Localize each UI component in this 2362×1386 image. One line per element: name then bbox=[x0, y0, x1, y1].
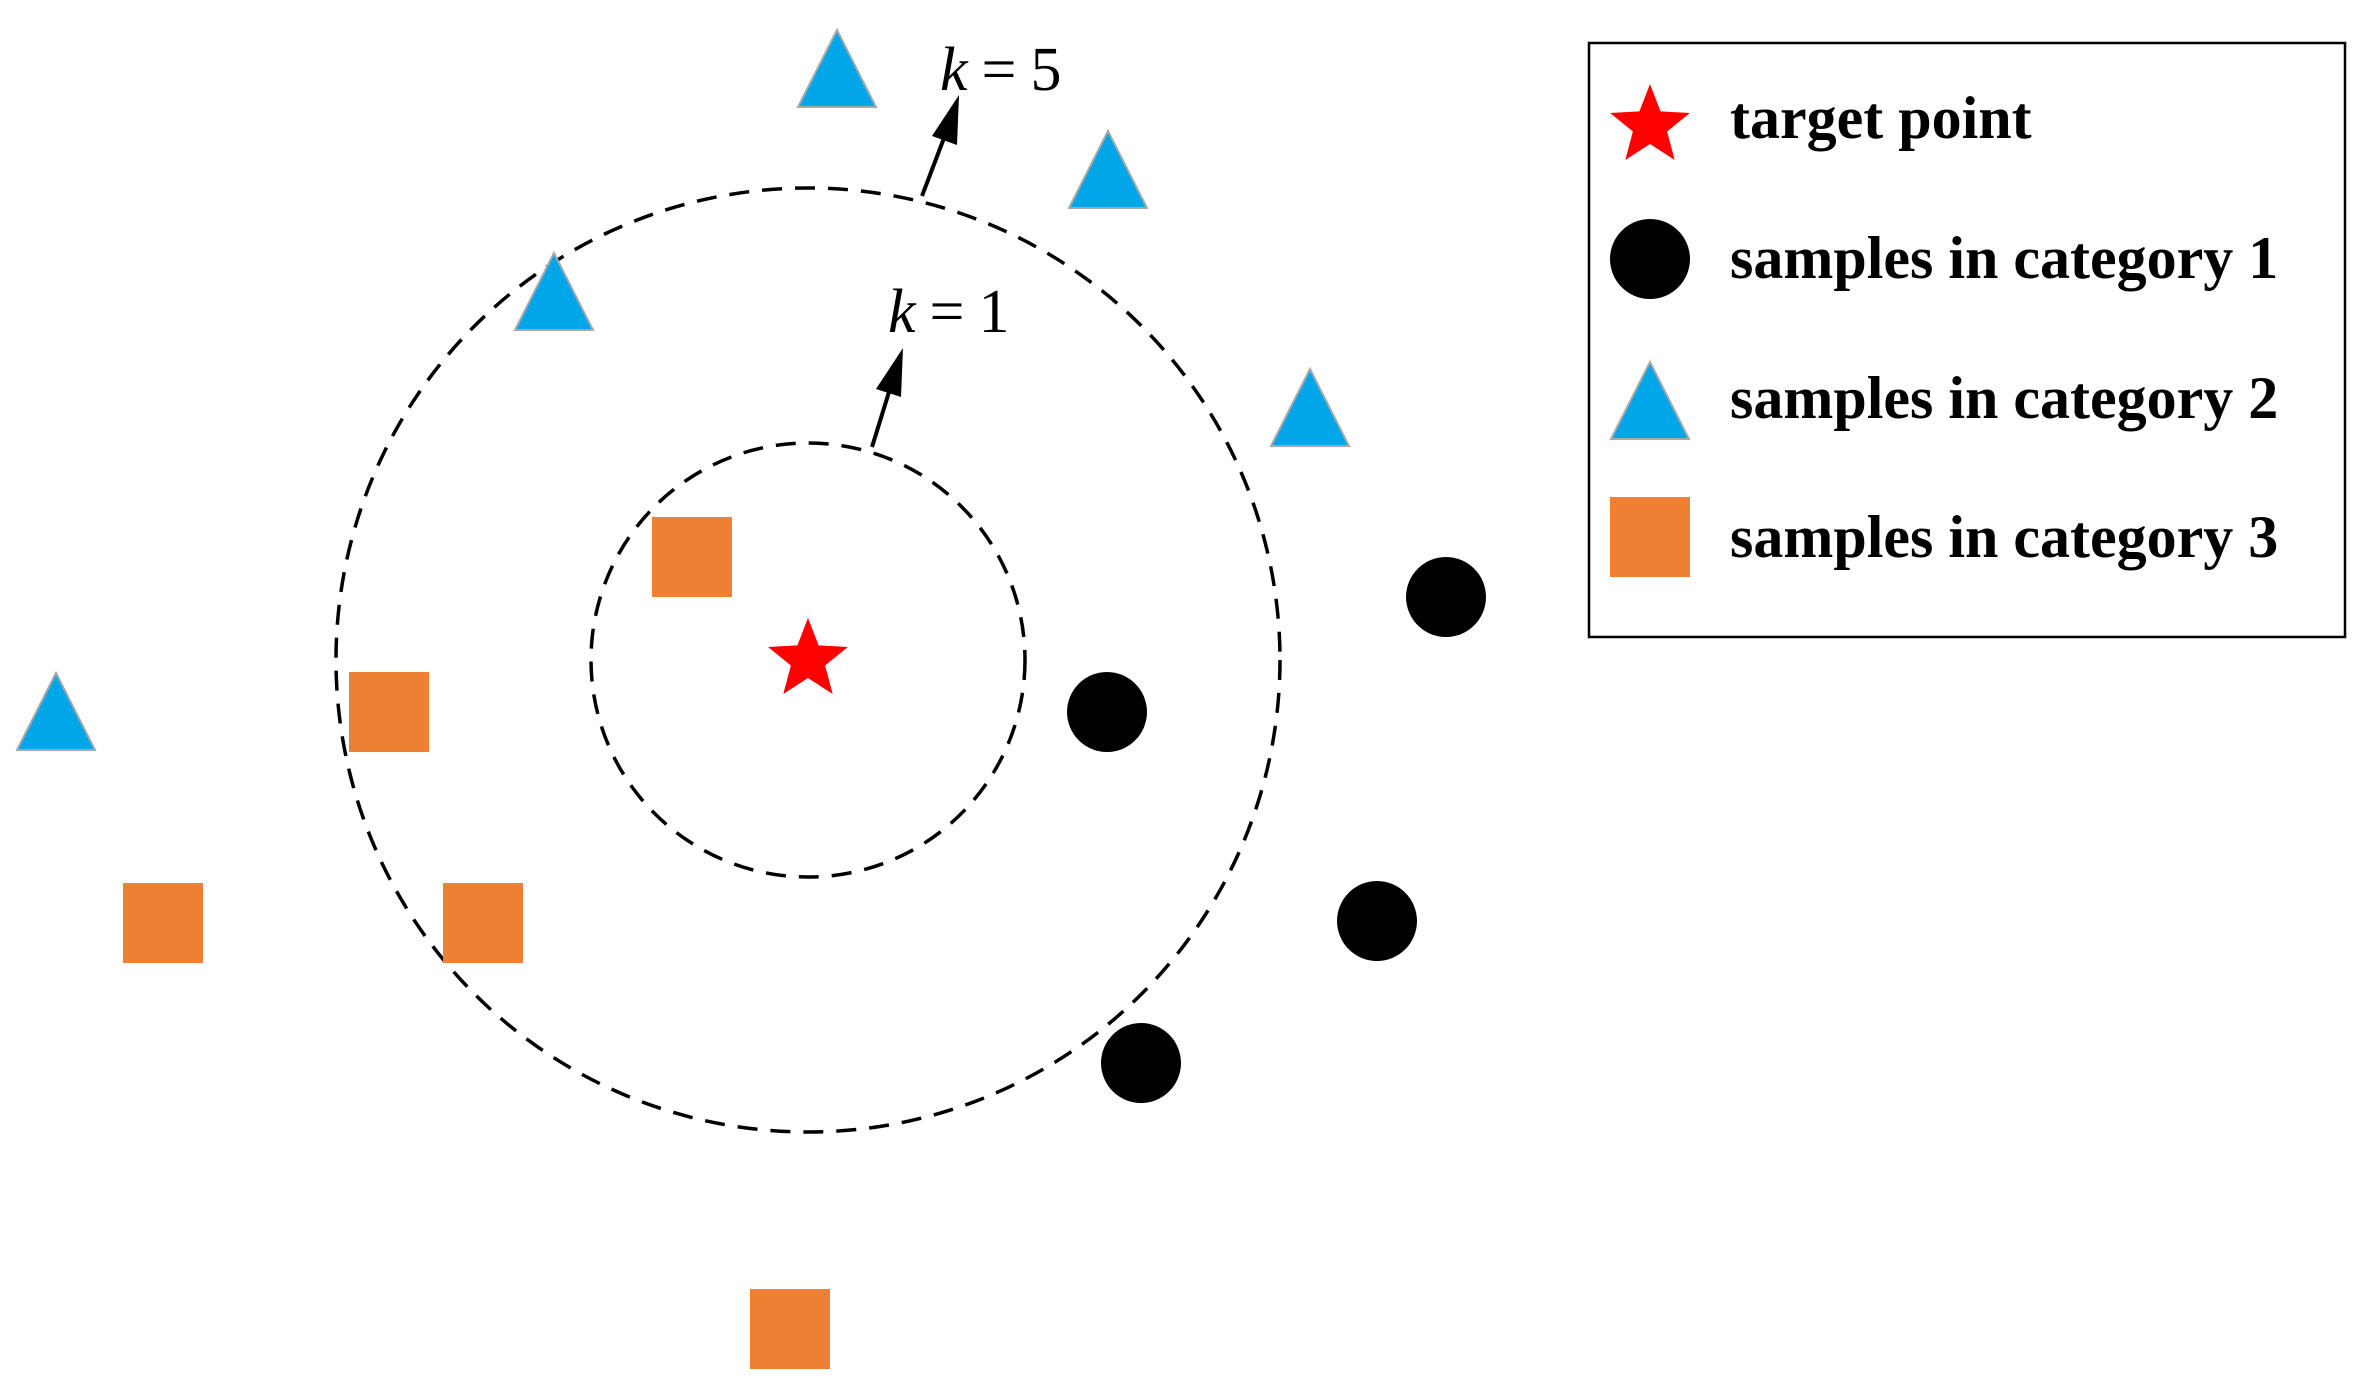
legend-label-category2: samples in category 2 bbox=[1730, 365, 2278, 431]
k5-arrow bbox=[920, 95, 959, 197]
k1-label: k=1 bbox=[888, 278, 1010, 346]
legend-box bbox=[1587, 41, 2347, 639]
category3-sample bbox=[652, 517, 732, 597]
category1-sample bbox=[1067, 672, 1147, 752]
legend-item-category1: samples in category 1 bbox=[1610, 219, 2278, 299]
k5-boundary-circle bbox=[334, 186, 1282, 1134]
legend-label-category1: samples in category 1 bbox=[1730, 225, 2278, 291]
category2-samples bbox=[15, 27, 1351, 751]
category1-sample bbox=[1337, 881, 1417, 961]
category3-samples bbox=[123, 517, 830, 1369]
legend-item-target: target point bbox=[1610, 84, 2032, 160]
category3-sample bbox=[123, 883, 203, 963]
k5-label: k=5 bbox=[940, 36, 1062, 104]
legend-label-category3: samples in category 3 bbox=[1730, 504, 2278, 570]
category2-sample bbox=[15, 670, 97, 751]
k1-boundary-circle bbox=[589, 441, 1027, 879]
category2-sample bbox=[513, 250, 595, 331]
category1-samples bbox=[1067, 557, 1486, 1103]
category1-sample bbox=[1101, 1023, 1181, 1103]
red-star-icon bbox=[1610, 84, 1690, 160]
black-circle-icon bbox=[1610, 219, 1690, 299]
legend-item-category2: samples in category 2 bbox=[1609, 359, 2278, 440]
category3-sample bbox=[443, 883, 523, 963]
category2-sample bbox=[1269, 366, 1351, 447]
blue-triangle-icon bbox=[1609, 359, 1691, 440]
legend: target point samples in category 1 sampl… bbox=[1587, 41, 2347, 639]
k1-arrow bbox=[870, 348, 903, 448]
category1-sample bbox=[1406, 557, 1486, 637]
target-point-star bbox=[768, 618, 848, 694]
orange-square-icon bbox=[1610, 497, 1690, 577]
category2-sample bbox=[1067, 128, 1149, 209]
legend-item-category3: samples in category 3 bbox=[1610, 497, 2278, 577]
category2-sample bbox=[796, 27, 878, 108]
category3-sample bbox=[349, 672, 429, 752]
category3-sample bbox=[750, 1289, 830, 1369]
legend-label-target: target point bbox=[1730, 85, 2032, 151]
